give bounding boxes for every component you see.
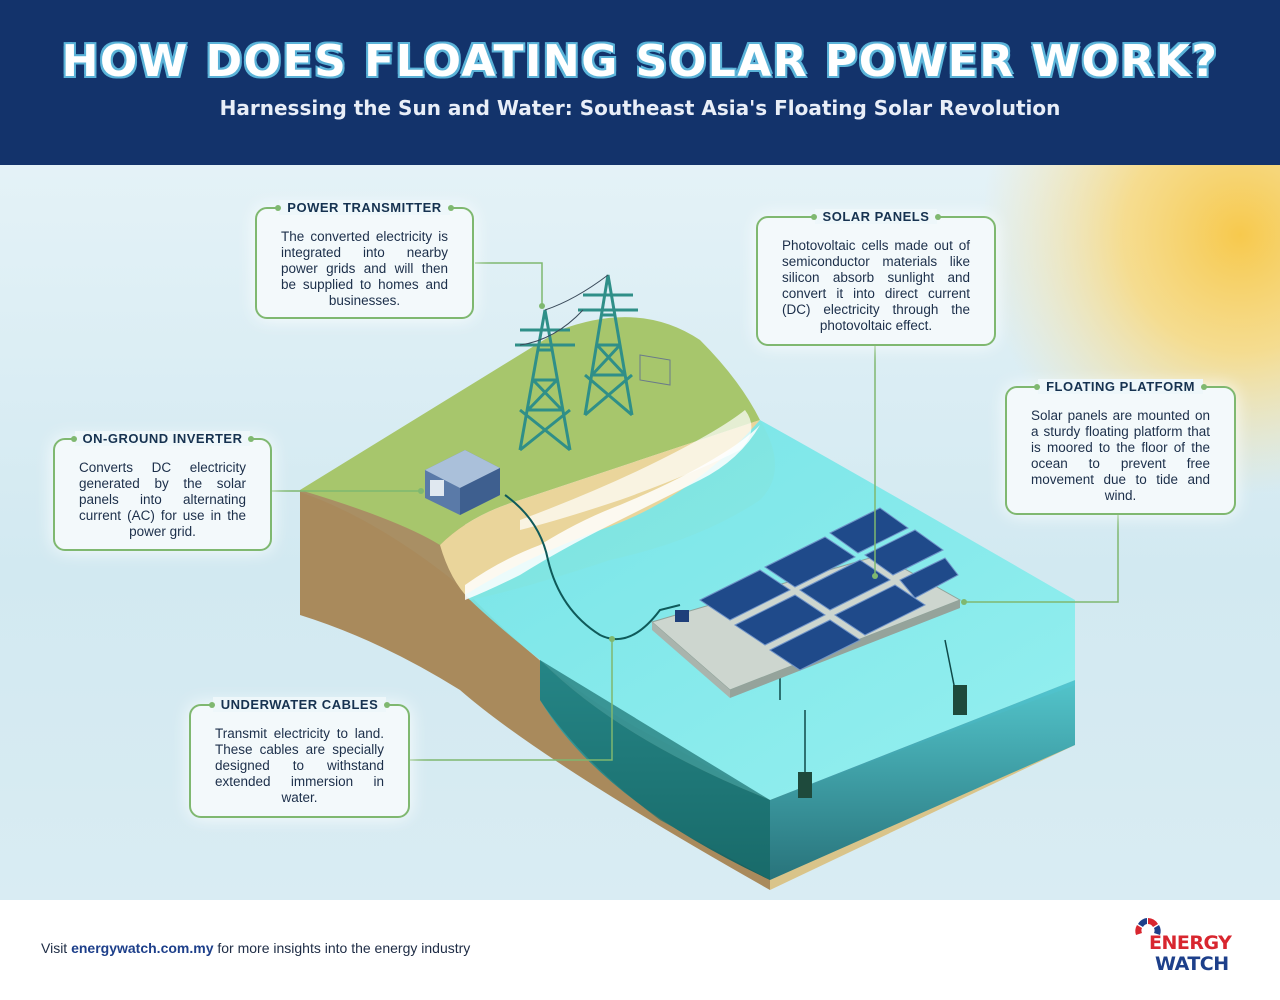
energy-watch-logo-icon (1135, 918, 1161, 935)
callout-title: SOLAR PANELS (814, 209, 938, 224)
callout-on-ground-inverter: ON-GROUND INVERTER Converts DC electrici… (53, 431, 272, 551)
logo-text-watch: WATCH (1155, 953, 1229, 975)
surf-foam-back (520, 410, 752, 530)
callout-solar-panels: SOLAR PANELS Photovoltaic cells made out… (756, 209, 996, 346)
page-title: HOW DOES FLOATING SOLAR POWER WORK? (61, 36, 1219, 87)
mooring-anchor (953, 685, 967, 715)
surf-foam (465, 425, 760, 600)
logo-text-energy: ENERGY (1149, 932, 1232, 954)
transmission-towers (515, 274, 671, 452)
illustration-scene: POWER TRANSMITTER The converted electric… (0, 165, 1280, 900)
solar-panel-array (699, 507, 959, 671)
inverter-box (425, 450, 500, 515)
callout-title: FLOATING PLATFORM (1038, 379, 1203, 394)
water-right-face (770, 680, 1075, 880)
callout-power-transmitter: POWER TRANSMITTER The converted electric… (255, 200, 474, 319)
mooring-anchor (798, 772, 812, 798)
callout-body: Solar panels are mounted on a sturdy flo… (1031, 408, 1210, 503)
connector-lines (272, 262, 1119, 761)
junction-box (675, 610, 689, 622)
callout-body: Converts DC electricity generated by the… (79, 460, 246, 539)
callout-title: POWER TRANSMITTER (279, 200, 450, 215)
callout-underwater-cables: UNDERWATER CABLES Transmit electricity t… (189, 697, 410, 818)
floating-solar-illustration (272, 165, 1280, 890)
callout-body: Photovoltaic cells made out of semicondu… (782, 238, 970, 333)
footer (0, 900, 1280, 1000)
visit-prefix: Visit (41, 940, 68, 956)
water-front-lower (540, 660, 770, 880)
callout-title: UNDERWATER CABLES (212, 697, 387, 712)
callout-body: The converted electricity is integrated … (281, 229, 448, 308)
page-subtitle: Harnessing the Sun and Water: Southeast … (219, 96, 1061, 120)
callout-body: Transmit electricity to land. These cabl… (215, 726, 384, 805)
callout-floating-platform: FLOATING PLATFORM Solar panels are mount… (1005, 379, 1236, 515)
callout-title: ON-GROUND INVERTER (74, 431, 251, 446)
grass-surface (300, 317, 760, 545)
footer-text: Visit energywatch.com.my for more insigh… (41, 940, 470, 956)
website-link[interactable]: energywatch.com.my (71, 940, 214, 956)
visit-suffix: for more insights into the energy indust… (217, 940, 471, 956)
header-banner: HOW DOES FLOATING SOLAR POWER WORK? Harn… (0, 0, 1280, 165)
underwater-cable (504, 494, 681, 640)
